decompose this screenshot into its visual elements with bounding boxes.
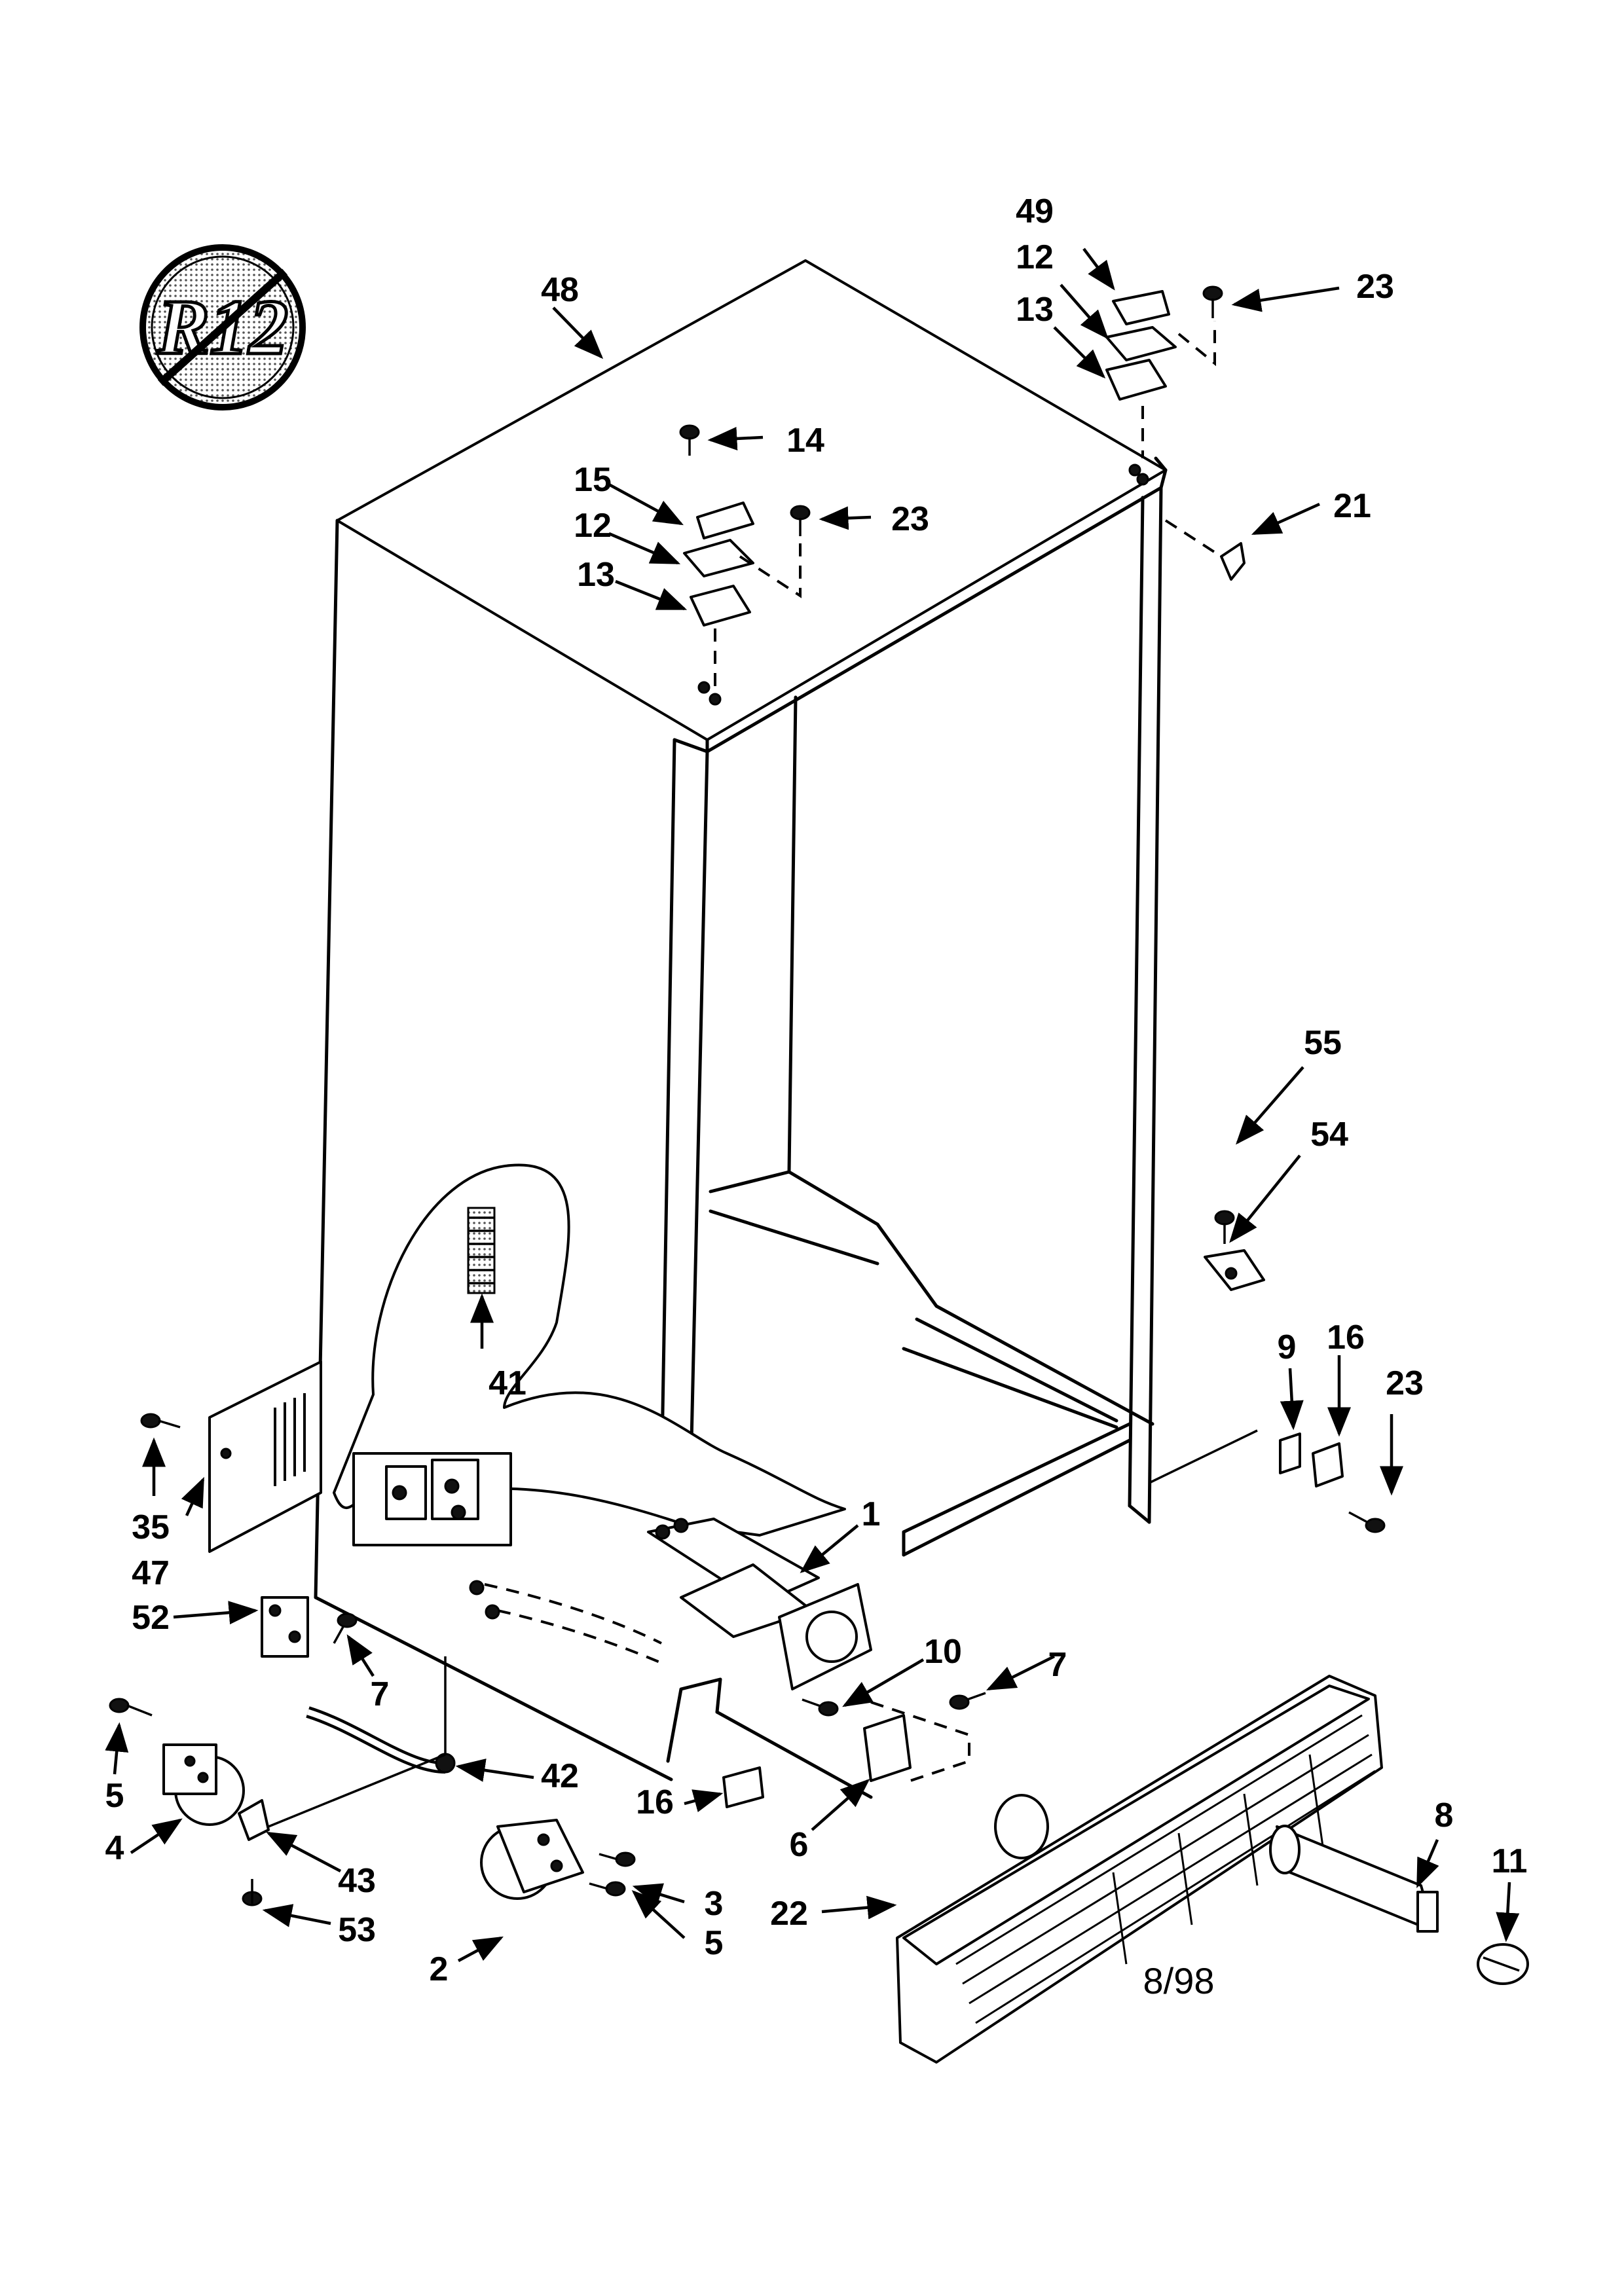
callout-53: 53 xyxy=(338,1911,376,1949)
callout-21: 21 xyxy=(1333,487,1371,525)
leader-lines xyxy=(105,247,1520,1962)
callout-13-center: 13 xyxy=(577,556,615,594)
callout-23-right: 23 xyxy=(1386,1364,1424,1402)
callout-labels: 48 49 12 13 23 14 15 12 13 23 21 55 54 4… xyxy=(105,192,1528,2001)
callout-23: 23 xyxy=(1356,268,1394,306)
callout-1: 1 xyxy=(862,1495,881,1533)
callout-52: 52 xyxy=(132,1599,170,1637)
callout-7-right: 7 xyxy=(1048,1646,1067,1684)
callout-7-left: 7 xyxy=(371,1675,390,1713)
toe-grille xyxy=(896,1675,1383,2064)
callout-42: 42 xyxy=(541,1757,579,1795)
callout-11: 11 xyxy=(1492,1842,1528,1880)
drain-tube xyxy=(469,1580,662,1664)
leveling-leg xyxy=(162,1743,245,1826)
no-r12-badge: R12 xyxy=(139,244,306,410)
callout-12-center: 12 xyxy=(574,507,612,545)
screw-icons xyxy=(109,285,1386,1906)
revision-date: 8/98 xyxy=(1143,1960,1215,2001)
rear-vent-panel xyxy=(208,1360,322,1553)
callout-5-bottom: 5 xyxy=(705,1924,724,1962)
callout-8: 8 xyxy=(1435,1796,1454,1834)
callout-55: 55 xyxy=(1304,1024,1342,1062)
mount-clip xyxy=(863,1701,970,1782)
clip-part xyxy=(1164,519,1246,581)
callout-41: 41 xyxy=(489,1364,526,1402)
callout-6: 6 xyxy=(790,1826,809,1864)
callout-43: 43 xyxy=(338,1862,376,1900)
front-roller xyxy=(480,1819,584,1900)
callout-48: 48 xyxy=(541,271,579,309)
callout-2: 2 xyxy=(430,1950,449,1988)
callout-15: 15 xyxy=(574,461,612,499)
callout-22: 22 xyxy=(770,1895,808,1933)
callout-54: 54 xyxy=(1310,1116,1348,1154)
water-tube xyxy=(268,1656,456,1828)
refrigerator-cabinet xyxy=(314,259,1258,1799)
callout-35: 35 xyxy=(132,1508,170,1546)
top-hinge-center xyxy=(683,501,802,706)
callout-13: 13 xyxy=(1016,291,1054,329)
callout-14: 14 xyxy=(786,422,824,460)
callout-47: 47 xyxy=(132,1554,170,1592)
callout-12: 12 xyxy=(1016,238,1054,276)
filter-cap xyxy=(1477,1943,1529,1985)
tube-clip xyxy=(238,1799,270,1841)
drain-spring xyxy=(467,1207,496,1294)
callout-5-left: 5 xyxy=(105,1777,124,1815)
callout-9: 9 xyxy=(1278,1328,1297,1366)
callout-4: 4 xyxy=(105,1829,124,1867)
side-brackets xyxy=(1279,1432,1344,1487)
control-relay-assembly xyxy=(352,1452,512,1546)
air-duct xyxy=(647,1518,872,1690)
callout-10: 10 xyxy=(924,1633,962,1671)
callout-16-right: 16 xyxy=(1327,1319,1365,1357)
wire-clamp xyxy=(261,1596,309,1658)
top-hinge-right xyxy=(1105,290,1216,486)
callout-3: 3 xyxy=(705,1885,724,1923)
callout-49: 49 xyxy=(1016,192,1054,230)
mounting-bracket xyxy=(1204,1249,1265,1291)
callout-16-bottom: 16 xyxy=(636,1783,674,1821)
bottom-clip xyxy=(722,1766,764,1808)
water-filter xyxy=(1269,1825,1439,1933)
callout-23-center: 23 xyxy=(891,500,929,538)
